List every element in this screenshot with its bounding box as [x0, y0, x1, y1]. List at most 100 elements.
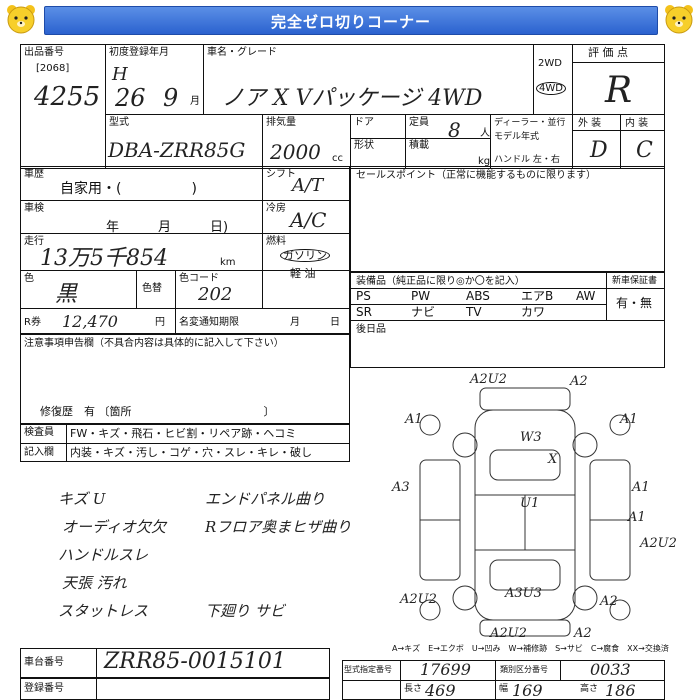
- diagram-legend: A→キズ E→エクボ U→凹み W→補修跡 S→サビ C→腐食 XX→交換済: [392, 644, 669, 653]
- damage-mark: A2U2: [400, 592, 437, 607]
- notes-label: 注意事項申告欄（不具合内容は具体的に記入して下さい）: [24, 338, 284, 349]
- model-year-label: モデル年式: [494, 132, 540, 142]
- color-code: 202: [198, 284, 233, 305]
- width: 169: [512, 681, 543, 700]
- mileage: 13万5千854: [40, 246, 168, 271]
- equip-item: ナビ: [411, 305, 436, 319]
- remark-left: スタットレス: [58, 602, 149, 620]
- dealer-label: ディーラー・並行: [494, 118, 566, 128]
- model-label: 型式: [109, 117, 129, 128]
- cap-label: 定員: [409, 117, 429, 128]
- damage-mark: A3: [392, 480, 410, 495]
- int-label: 内 装: [625, 118, 649, 129]
- handle-label: ハンドル 左・右: [494, 155, 560, 165]
- recycle-unit: 円: [155, 317, 165, 328]
- remark-left: オーディオ欠欠: [62, 518, 166, 536]
- lot-sub: [2068]: [36, 63, 70, 74]
- equip-item: PS: [356, 289, 371, 303]
- fuel-gas: ガソリン: [280, 249, 330, 262]
- disp: 2000: [270, 140, 321, 164]
- chassis-box: [20, 648, 330, 678]
- cap: 8: [448, 118, 461, 142]
- equip-item: ABS: [466, 289, 490, 303]
- bear-mascot-icon: [7, 5, 35, 34]
- shift-value: A/T: [292, 175, 324, 196]
- damage-mark: A1: [628, 510, 646, 525]
- damage-mark: A2: [600, 594, 618, 609]
- vehicle-fields: [20, 166, 350, 334]
- recycle-value: 12,470: [62, 312, 118, 331]
- equip-item: AW: [576, 289, 596, 303]
- banner: 完全ゼロ切りコーナー: [0, 0, 700, 40]
- banner-title: 完全ゼロ切りコーナー: [270, 13, 431, 31]
- era: H: [112, 64, 128, 85]
- damage-mark: X: [548, 452, 558, 467]
- damage-mark: A3U3: [505, 586, 542, 601]
- length: 469: [425, 681, 456, 700]
- damage-mark: A1: [632, 480, 650, 495]
- disp-label: 排気量: [266, 117, 296, 128]
- recycle-label: R券: [24, 317, 41, 328]
- shift-label: シフト: [266, 169, 296, 180]
- damage-mark: A2: [570, 374, 588, 389]
- chassis-value: ZRR85-0015101: [104, 649, 286, 674]
- fuel-diesel: 軽 油: [290, 267, 316, 280]
- month-unit: 月: [190, 96, 200, 107]
- damage-mark: A2: [574, 626, 592, 641]
- inspect-label: 車検: [24, 203, 44, 214]
- ext-label: 外 装: [578, 118, 602, 129]
- remark-left: 天張 汚れ: [62, 574, 127, 592]
- mileage-label: 走行: [24, 236, 44, 247]
- bear-mascot-icon: [665, 5, 693, 34]
- name-label: 車名・グレード: [207, 47, 277, 58]
- equip-item: SR: [356, 305, 372, 319]
- length-label: 長さ: [404, 684, 423, 694]
- damage-mark: W3: [520, 430, 542, 445]
- fuel-label: 燃料: [266, 236, 286, 247]
- door-label: ドア: [354, 117, 374, 128]
- warranty-label: 新車保証書: [612, 276, 658, 286]
- ac-value: A/C: [290, 208, 327, 232]
- retrofit-label: 後日品: [356, 324, 386, 335]
- sales-label: セールスポイント（正常に機能するものに限ります）: [356, 170, 596, 181]
- reg-year: 26: [115, 84, 146, 112]
- remark-right: Rフロア奥まヒザ曲り: [205, 518, 352, 536]
- banner-bar: 完全ゼロ切りコーナー: [44, 6, 658, 35]
- damage-mark: A2U2: [470, 372, 507, 387]
- damage-mark: A2U2: [490, 626, 527, 641]
- type-cert: 17699: [420, 660, 471, 679]
- ext-grade: D: [590, 138, 608, 163]
- equip-item: エアB: [521, 289, 554, 303]
- score: R: [605, 70, 633, 111]
- damage-mark: U1: [520, 496, 540, 511]
- plate-label: 登録番号: [24, 683, 64, 694]
- car-name: ノア X Vパッケージ 4WD: [222, 86, 483, 111]
- cap-unit: 人: [480, 128, 490, 139]
- load-label: 積載: [409, 140, 429, 151]
- change-label: 色替: [142, 283, 162, 294]
- type-label: 車歴: [24, 169, 44, 180]
- color-code-label: 色コード: [179, 273, 219, 284]
- mileage-unit: km: [220, 257, 236, 268]
- inspector-row2: 内装・キズ・汚し・コゲ・穴・スレ・キレ・破し: [70, 446, 312, 459]
- class-value: 0033: [590, 660, 631, 679]
- sales-point-box: [350, 166, 665, 272]
- shape-label: 形状: [354, 140, 374, 151]
- damage-mark: A1: [620, 412, 638, 427]
- chassis-label: 車台番号: [24, 657, 64, 668]
- load-unit: kg: [478, 156, 491, 167]
- header-block: [20, 44, 665, 169]
- damage-mark: A2U2: [640, 536, 677, 551]
- height-label: 高さ: [580, 684, 599, 694]
- tax-label: 名変通知期限: [179, 317, 239, 328]
- color-value: 黒: [55, 282, 78, 307]
- damage-mark: A1: [405, 412, 423, 427]
- reg-label: 初度登録年月: [109, 47, 169, 58]
- color-label: 色: [24, 273, 34, 284]
- inspect-value: 年 月 日): [106, 220, 229, 235]
- width-label: 幅: [499, 684, 509, 694]
- car-diagram: [419, 387, 631, 637]
- int-grade: C: [636, 138, 653, 163]
- type-cert-label: 型式指定番号: [344, 665, 392, 674]
- plate-box: [20, 678, 330, 700]
